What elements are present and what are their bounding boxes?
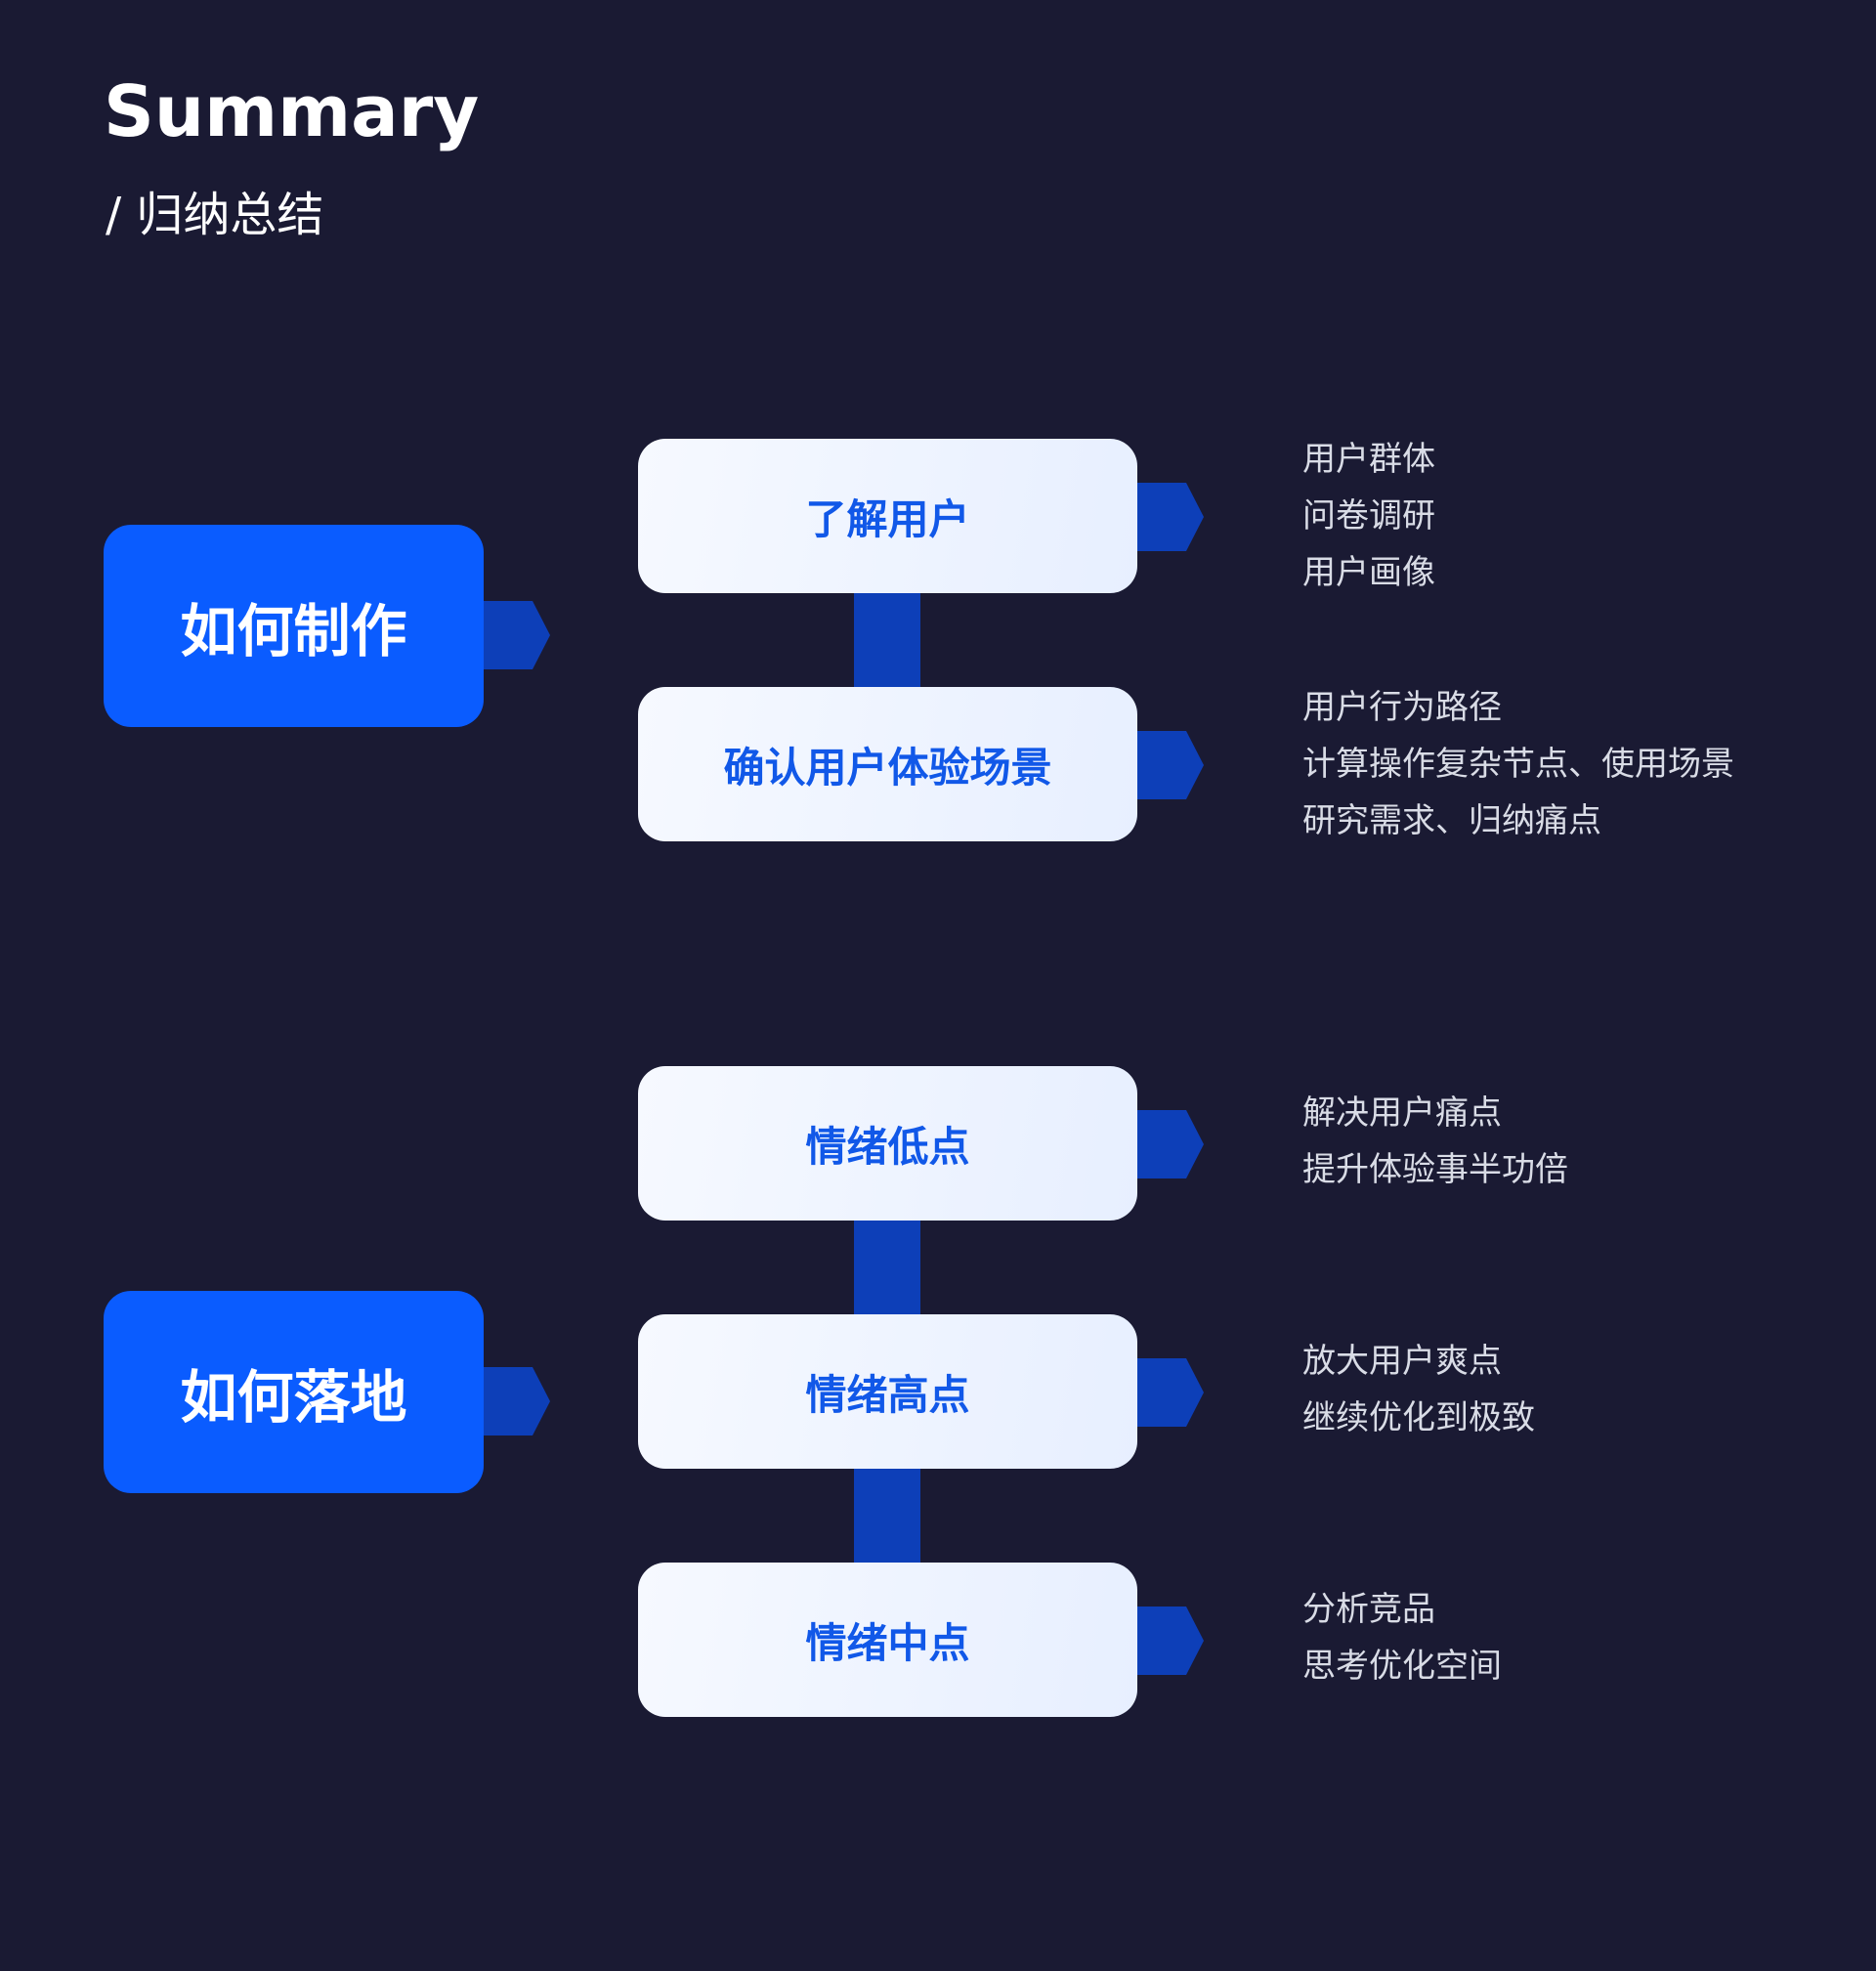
connector-section-1 <box>854 592 920 688</box>
detail-item: 继续优化到极致 <box>1302 1398 1535 1437</box>
category-box-make: 如何制作 <box>104 525 484 727</box>
detail-item: 问卷调研 <box>1302 496 1435 536</box>
step-details: 用户行为路径 计算操作复杂节点、使用场景 研究需求、归纳痛点 <box>1302 679 1734 849</box>
step-label: 了解用户 <box>805 494 970 543</box>
step-label: 确认用户体验场景 <box>723 743 1052 792</box>
category-arrow <box>484 1367 550 1435</box>
category-arrow <box>484 601 550 669</box>
detail-item: 放大用户爽点 <box>1302 1342 1502 1381</box>
category-label: 如何制作 <box>180 597 407 664</box>
step-arrow <box>1137 1607 1204 1675</box>
step-arrow <box>1137 731 1204 799</box>
step-arrow <box>1137 483 1204 551</box>
step-details: 分析竞品 思考优化空间 <box>1302 1581 1502 1694</box>
step-label: 情绪低点 <box>805 1122 970 1171</box>
detail-item: 研究需求、归纳痛点 <box>1302 801 1601 840</box>
connector-section-2b <box>854 1468 920 1564</box>
detail-item: 分析竞品 <box>1302 1590 1435 1629</box>
step-arrow <box>1137 1358 1204 1427</box>
step-box-emotion-low: 情绪低点 <box>638 1066 1137 1221</box>
detail-item: 用户群体 <box>1302 440 1435 479</box>
detail-item: 思考优化空间 <box>1302 1647 1502 1686</box>
detail-item: 计算操作复杂节点、使用场景 <box>1302 745 1734 784</box>
page-subtitle: / 归纳总结 <box>106 188 324 242</box>
detail-item: 提升体验事半功倍 <box>1302 1150 1568 1189</box>
step-box-emotion-high: 情绪高点 <box>638 1314 1137 1469</box>
detail-item: 解决用户痛点 <box>1302 1093 1502 1133</box>
step-arrow <box>1137 1110 1204 1178</box>
step-label: 情绪中点 <box>805 1618 970 1667</box>
step-details: 解决用户痛点 提升体验事半功倍 <box>1302 1085 1568 1198</box>
step-box-understand-users: 了解用户 <box>638 439 1137 593</box>
connector-section-2a <box>854 1220 920 1315</box>
detail-item: 用户行为路径 <box>1302 688 1502 727</box>
category-label: 如何落地 <box>180 1363 407 1431</box>
step-box-confirm-scenario: 确认用户体验场景 <box>638 687 1137 841</box>
step-label: 情绪高点 <box>805 1370 970 1419</box>
step-details: 放大用户爽点 继续优化到极致 <box>1302 1333 1535 1446</box>
detail-item: 用户画像 <box>1302 553 1435 592</box>
category-box-implement: 如何落地 <box>104 1291 484 1493</box>
page-title: Summary <box>104 70 480 152</box>
step-box-emotion-mid: 情绪中点 <box>638 1563 1137 1717</box>
step-details: 用户群体 问卷调研 用户画像 <box>1302 431 1435 601</box>
